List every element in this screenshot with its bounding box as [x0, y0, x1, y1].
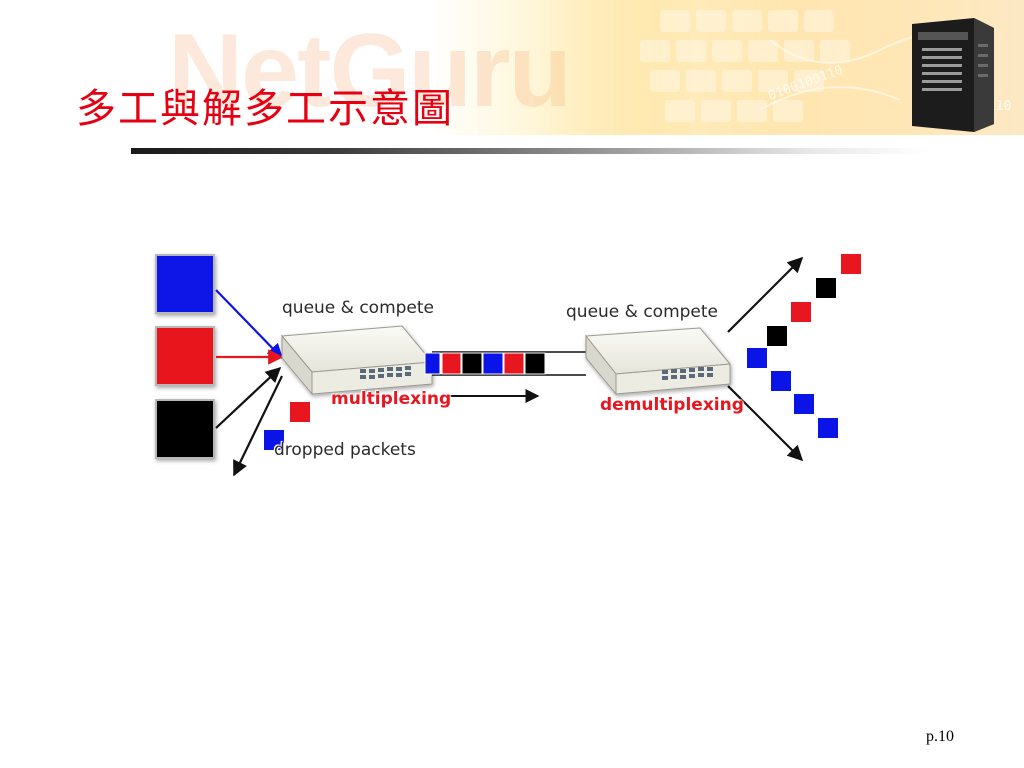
dropped-arrow — [233, 375, 283, 477]
source-red — [155, 326, 215, 386]
dropped-packet-red — [290, 402, 310, 422]
source-blue — [155, 254, 215, 314]
source-black — [155, 399, 215, 459]
output-packet — [747, 348, 767, 368]
link-packet — [524, 352, 546, 375]
output-packet — [767, 326, 787, 346]
dropped-packets-label: dropped packets — [274, 440, 416, 460]
title-rule — [131, 148, 931, 154]
input-arrow-blue — [215, 289, 284, 360]
queue-compete-label-right: queue & compete — [566, 302, 719, 322]
dropped-packet-blue — [264, 430, 284, 450]
diagram-canvas — [155, 254, 861, 477]
slide-title: 多工與解多工示意圖 — [76, 86, 454, 132]
link-packet — [461, 352, 483, 375]
link-packets — [424, 352, 546, 375]
switch-demultiplexer — [585, 327, 731, 396]
input-arrow-black — [215, 366, 282, 429]
banner-watermark: NetGuru — [168, 13, 572, 129]
link-packet — [482, 352, 504, 375]
output-arrow-down — [727, 385, 804, 462]
multiplexing-label: multiplexing — [331, 389, 452, 409]
page-number: p.10 — [926, 728, 954, 745]
switch-multiplexer — [281, 325, 433, 396]
server-icon — [912, 18, 994, 132]
output-packet — [794, 394, 814, 414]
output-packet — [816, 278, 836, 298]
output-packet — [841, 254, 861, 274]
demultiplexing-label: demultiplexing — [600, 395, 744, 415]
header-banner: NetGuru — [0, 0, 1024, 135]
output-packet — [791, 302, 811, 322]
output-packet — [771, 371, 791, 391]
output-packets — [747, 254, 861, 438]
output-arrow-up — [727, 256, 804, 333]
input-sources — [155, 254, 215, 459]
link-packet — [503, 352, 525, 375]
output-packet — [818, 418, 838, 438]
queue-compete-label-left: queue & compete — [282, 298, 435, 318]
mux-demux-diagram: queue & compete queue & compete multiple… — [140, 236, 880, 486]
link-packet — [424, 352, 441, 375]
link-packet — [441, 352, 462, 375]
